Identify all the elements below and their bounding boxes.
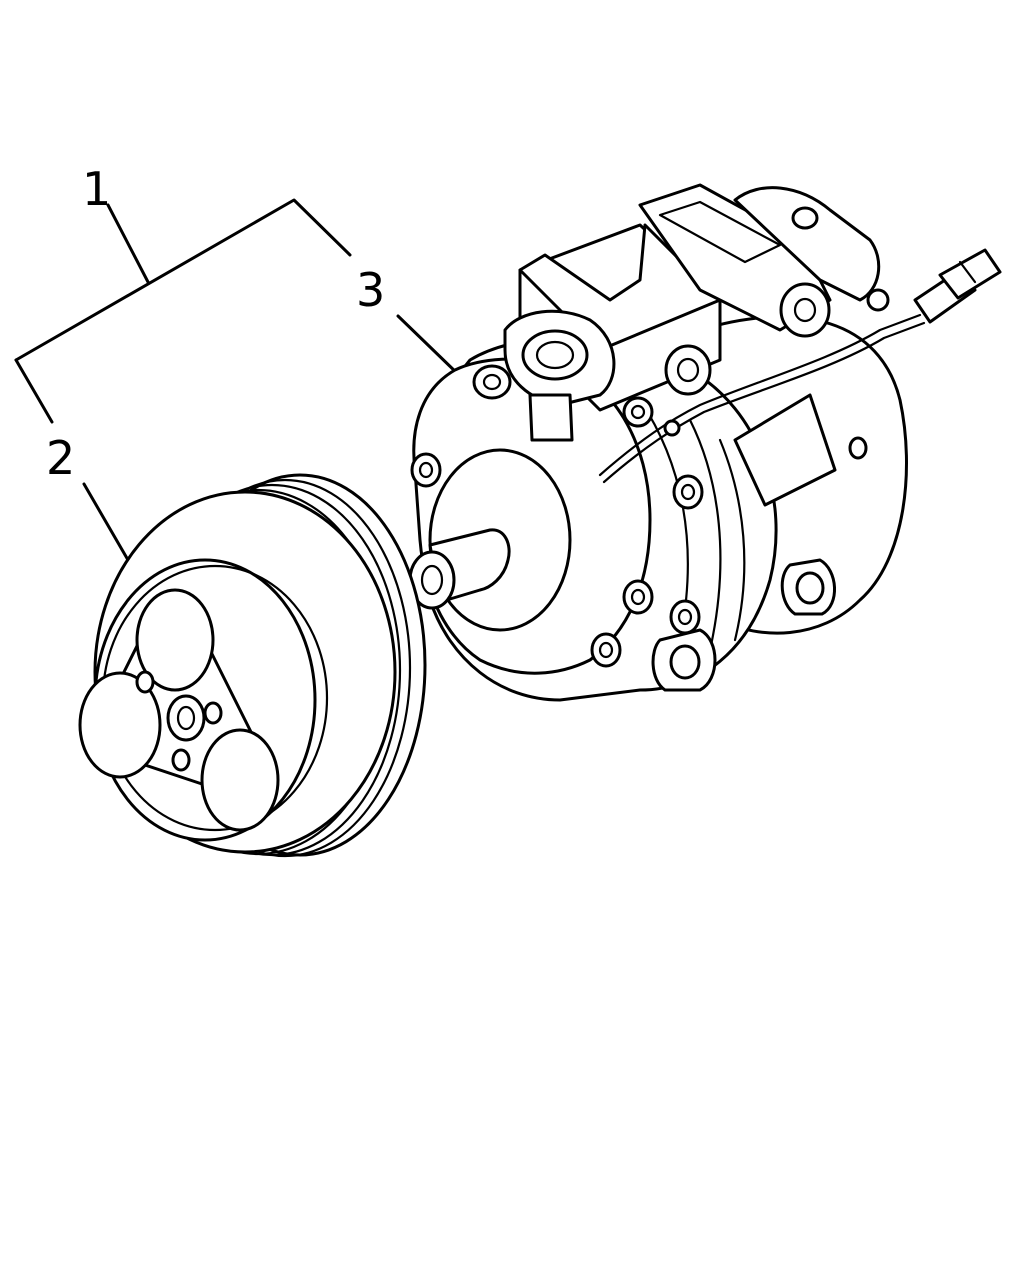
valve-slot [658, 200, 782, 264]
shaft-bore [420, 564, 444, 596]
rivet [203, 701, 223, 725]
wire-harness [598, 248, 1002, 484]
callout-leaders [14, 198, 462, 562]
hub-center-bore [166, 694, 206, 742]
compressor-body [393, 315, 908, 702]
callout-number-3: 3 [356, 263, 385, 317]
wire-clip [663, 419, 681, 437]
rear-bracket [733, 186, 881, 302]
hub-lobe [78, 671, 162, 779]
rivet [135, 670, 155, 694]
bolt-hole [622, 579, 654, 615]
bracket-item-1 [14, 198, 352, 362]
bolt-hole [669, 599, 701, 635]
bolt-hole [672, 474, 704, 510]
wire-clip [866, 288, 890, 312]
bolt-hole [622, 396, 654, 428]
harness-wire [602, 321, 926, 484]
rivet [171, 748, 191, 772]
port-block [503, 183, 881, 442]
bolt-hole [590, 632, 622, 668]
label-plate [733, 393, 837, 507]
leader-item-1 [106, 203, 150, 284]
bracket-left-arm [14, 358, 54, 424]
port-neck [528, 393, 574, 442]
bolt-hole [410, 452, 442, 488]
harness-wire [598, 313, 922, 477]
magnetic-clutch-pulley [78, 473, 427, 858]
housing-rib [718, 438, 746, 642]
callout-number-2: 2 [46, 431, 75, 485]
leader-item-3 [396, 314, 462, 378]
hub-lobe [200, 728, 280, 832]
rear-port-boss [779, 282, 831, 338]
bolt-holes [410, 364, 868, 668]
hub-lobe [135, 588, 215, 692]
bolt-hole [472, 364, 512, 400]
housing-rib [688, 418, 722, 652]
bolt-hole [848, 436, 868, 460]
discharge-port [664, 344, 712, 396]
callout-number-1: 1 [82, 162, 111, 216]
leader-item-2 [82, 482, 130, 562]
